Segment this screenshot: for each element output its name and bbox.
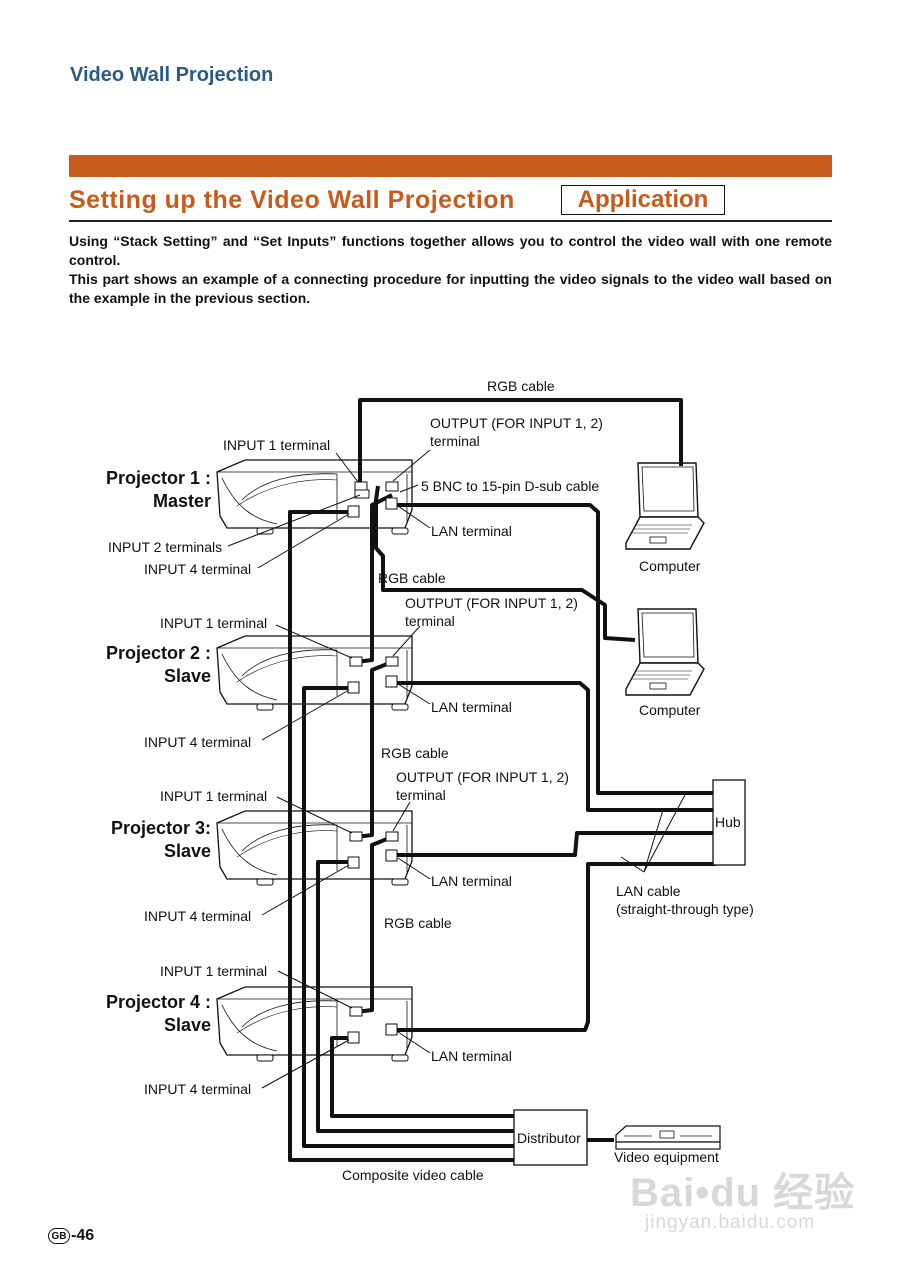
projector-4-name: Projector 4 :	[106, 992, 211, 1012]
hub-label: Hub	[715, 814, 741, 830]
rgb-cable-3-label: RGB cable	[381, 745, 449, 761]
output-terminal-1-label-2: terminal	[430, 433, 480, 449]
application-tag-label: Application	[577, 186, 709, 213]
p4-input1-terminal	[349, 1006, 363, 1017]
projector-1-body	[216, 459, 413, 535]
composite-cable-2	[302, 686, 516, 1148]
p2-input4-terminal	[347, 681, 360, 694]
rgb-cable-p2-p3	[355, 660, 393, 839]
input4-terminal-2-label: INPUT 4 terminal	[144, 734, 251, 750]
lan-terminal-1-label: LAN terminal	[431, 523, 512, 539]
intro-text: Using “Stack Setting” and “Set Inputs” f…	[69, 232, 832, 308]
running-header: Video Wall Projection	[70, 64, 274, 86]
projector-3-name: Projector 3:	[111, 818, 211, 838]
section-title: Setting up the Video Wall Projection	[69, 186, 515, 214]
p4-input4-terminal	[347, 1031, 360, 1044]
lan-terminal-2-label: LAN terminal	[431, 699, 512, 715]
p4-lan-terminal	[385, 1023, 398, 1036]
application-tag: Application	[561, 185, 725, 215]
projector-4-body	[216, 986, 413, 1062]
lan-terminal-4-label: LAN terminal	[431, 1048, 512, 1064]
output-terminal-2-label: OUTPUT (FOR INPUT 1, 2)	[405, 595, 578, 611]
composite-cable-label: Composite video cable	[342, 1167, 484, 1183]
composite-cable-1	[288, 510, 516, 1162]
video-equipment-icon	[615, 1125, 721, 1150]
output-terminal-3-label: OUTPUT (FOR INPUT 1, 2)	[396, 769, 569, 785]
lan-cable-3	[392, 831, 716, 857]
intro-paragraph-2: This part shows an example of a connecti…	[69, 271, 832, 306]
video-equipment-label: Video equipment	[614, 1149, 719, 1165]
distributor-label: Distributor	[517, 1130, 581, 1146]
p3-lan-terminal	[385, 849, 398, 862]
composite-cable-3	[316, 860, 516, 1133]
rgb-cable-4-label: RGB cable	[384, 915, 452, 931]
p2-output-terminal	[385, 656, 399, 667]
input2-terminals-label: INPUT 2 terminals	[108, 539, 222, 555]
computer-2-label: Computer	[639, 702, 701, 718]
lan-terminal-3-label: LAN terminal	[431, 873, 512, 889]
input1-terminal-3-label: INPUT 1 terminal	[160, 788, 267, 804]
input4-terminal-3-label: INPUT 4 terminal	[144, 908, 251, 924]
output-terminal-2-label-2: terminal	[405, 613, 455, 629]
input1-terminal-2-label: INPUT 1 terminal	[160, 615, 267, 631]
projector-2-name: Projector 2 :	[106, 643, 211, 663]
projector-3-body	[216, 810, 413, 886]
input4-terminal-4-label: INPUT 4 terminal	[144, 1081, 251, 1097]
output-terminal-3-label-2: terminal	[396, 787, 446, 803]
lan-cable-1	[392, 503, 716, 795]
projector-2-body	[216, 635, 413, 711]
computer-1-label: Computer	[639, 558, 701, 574]
p3-output-terminal	[385, 831, 399, 842]
p3-input1-terminal	[349, 831, 363, 842]
composite-cable-4	[330, 1036, 516, 1118]
projector-2-role: Slave	[164, 666, 211, 686]
bnc-cable-label: 5 BNC to 15-pin D-sub cable	[421, 478, 599, 494]
lan-cable-4	[392, 862, 716, 1032]
rgb-cable-top-label: RGB cable	[487, 378, 555, 394]
title-rule	[69, 220, 832, 222]
p3-input4-terminal	[347, 856, 360, 869]
lan-cable-type-label: (straight-through type)	[616, 901, 754, 917]
input4-terminal-1-label: INPUT 4 terminal	[144, 561, 251, 577]
distributor-box	[513, 1109, 588, 1166]
region-badge: GB	[48, 1228, 70, 1244]
p1-input4-terminal	[347, 505, 360, 518]
rgb-cable-2-label: RGB cable	[378, 570, 446, 586]
computer-1-icon	[625, 462, 705, 550]
input1-terminal-1-label: INPUT 1 terminal	[223, 437, 330, 453]
hub-box	[712, 779, 746, 866]
baidu-watermark-logo: Bai•du 经验	[630, 1171, 856, 1215]
page-number-value: -46	[71, 1227, 95, 1244]
lan-cable-label: LAN cable	[616, 883, 681, 899]
rgb-cable-p1-p2	[355, 493, 393, 664]
rgb-cable-top	[358, 398, 683, 488]
projector-1-name: Projector 1 :	[106, 468, 211, 488]
p1-input2-terminals	[354, 489, 370, 499]
section-color-bar	[69, 155, 832, 177]
p2-input1-terminal	[349, 656, 363, 667]
intro-paragraph-1: Using “Stack Setting” and “Set Inputs” f…	[69, 233, 832, 268]
computer-2-icon	[625, 608, 705, 696]
rgb-cable-p3-p4	[355, 835, 393, 1014]
lan-cable-2	[392, 681, 716, 812]
output-terminal-1-label: OUTPUT (FOR INPUT 1, 2)	[430, 415, 603, 431]
p2-lan-terminal	[385, 675, 398, 688]
input1-terminal-4-label: INPUT 1 terminal	[160, 963, 267, 979]
p1-lan-terminal	[385, 497, 398, 510]
p1-output-terminal	[385, 481, 399, 492]
projector-1-role: Master	[153, 491, 211, 511]
projector-4-role: Slave	[164, 1015, 211, 1035]
bnc-cable	[374, 485, 636, 642]
baidu-watermark-url: jingyan.baidu.com	[645, 1212, 816, 1233]
projector-3-role: Slave	[164, 841, 211, 861]
page-number: GB -46	[48, 1227, 94, 1245]
